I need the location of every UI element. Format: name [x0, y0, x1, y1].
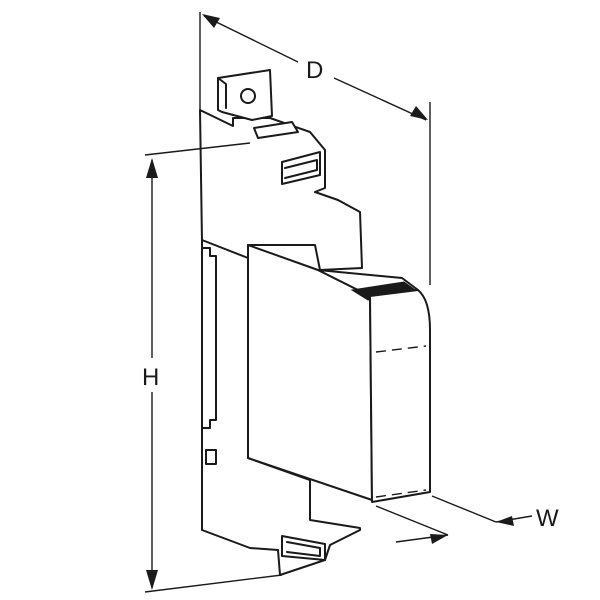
d-arrow-left — [202, 14, 220, 28]
module-housing — [199, 109, 363, 576]
top-mounting-tab — [217, 69, 273, 121]
mounting-hole — [240, 88, 256, 104]
side-window — [205, 449, 217, 465]
width-label: W — [536, 505, 559, 532]
dimension-w: W — [375, 495, 559, 544]
d-arrow-right — [410, 106, 428, 120]
front-module — [247, 244, 431, 503]
w-arrow-left — [430, 534, 448, 544]
dimension-d: D — [199, 12, 431, 285]
w-arrow-right — [496, 516, 514, 526]
depth-label: D — [306, 57, 323, 84]
top-terminal-slot — [253, 121, 321, 185]
rail-notch-upper — [201, 247, 217, 429]
height-label: H — [142, 364, 159, 391]
dimension-h: H — [142, 142, 283, 593]
h-arrow-top — [146, 158, 158, 178]
bottom-terminal-slot — [281, 535, 326, 561]
h-arrow-bottom — [146, 570, 158, 590]
